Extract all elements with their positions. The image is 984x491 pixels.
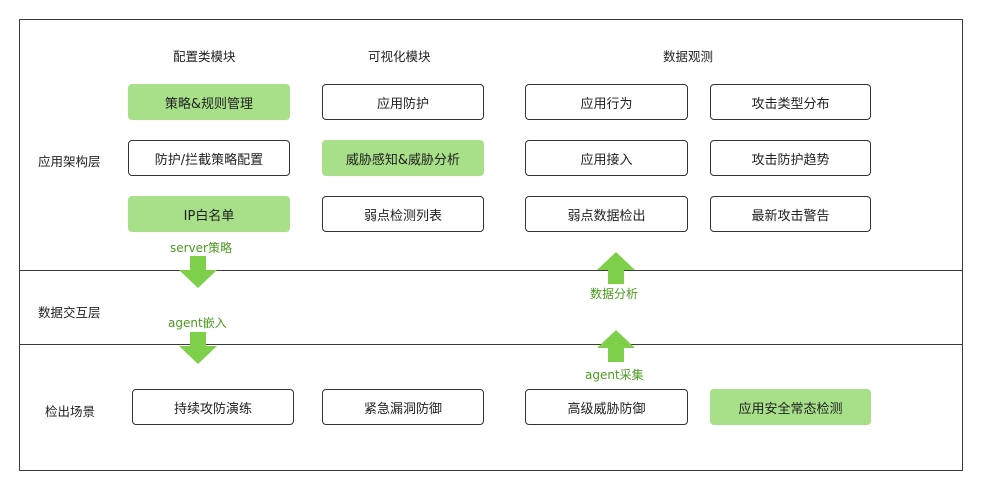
layer-label-exchange: 数据交互层 <box>38 305 101 320</box>
layer-divider-top <box>19 270 963 271</box>
arrow-label-data-analysis: 数据分析 <box>590 287 639 301</box>
arrow-up-agent-icon <box>597 330 635 362</box>
box-protect-intercept: 防护/拦截策略配置 <box>128 140 290 176</box>
diagram-frame <box>19 19 963 471</box>
box-strategy-rules: 策略&规则管理 <box>128 84 290 120</box>
arrow-label-agent-collect: agent采集 <box>585 368 644 382</box>
arrow-label-agent-embed: agent嵌入 <box>168 316 227 330</box>
column-header-visual: 可视化模块 <box>368 49 431 64</box>
box-app-behavior: 应用行为 <box>525 84 688 120</box>
box-latest-alert: 最新攻击警告 <box>710 196 871 232</box>
box-threat-sense: 威胁感知&威胁分析 <box>322 140 484 176</box>
box-weak-data: 弱点数据检出 <box>525 196 688 232</box>
box-app-protect: 应用防护 <box>322 84 484 120</box>
box-continuous-drill: 持续攻防演练 <box>132 389 294 425</box>
box-advanced-threat: 高级威胁防御 <box>525 389 688 425</box>
arrow-down-server-icon <box>179 256 217 288</box>
box-security-monitor: 应用安全常态检测 <box>710 389 871 425</box>
box-emergency-vuln: 紧急漏洞防御 <box>322 389 484 425</box>
layer-label-detect: 检出场景 <box>45 404 96 419</box>
column-header-data: 数据观测 <box>663 49 714 64</box>
box-app-access: 应用接入 <box>525 140 688 176</box>
layer-divider-bottom <box>19 344 963 345</box>
box-ip-whitelist: IP白名单 <box>128 196 290 232</box>
column-header-config: 配置类模块 <box>173 49 236 64</box>
box-attack-trend: 攻击防护趋势 <box>710 140 871 176</box>
box-attack-type: 攻击类型分布 <box>710 84 871 120</box>
arrow-up-data-icon <box>597 252 635 284</box>
box-weak-list: 弱点检测列表 <box>322 196 484 232</box>
arrow-label-server-policy: server策略 <box>170 241 232 255</box>
layer-label-app: 应用架构层 <box>38 154 101 169</box>
arrow-down-agent-icon <box>179 332 217 364</box>
